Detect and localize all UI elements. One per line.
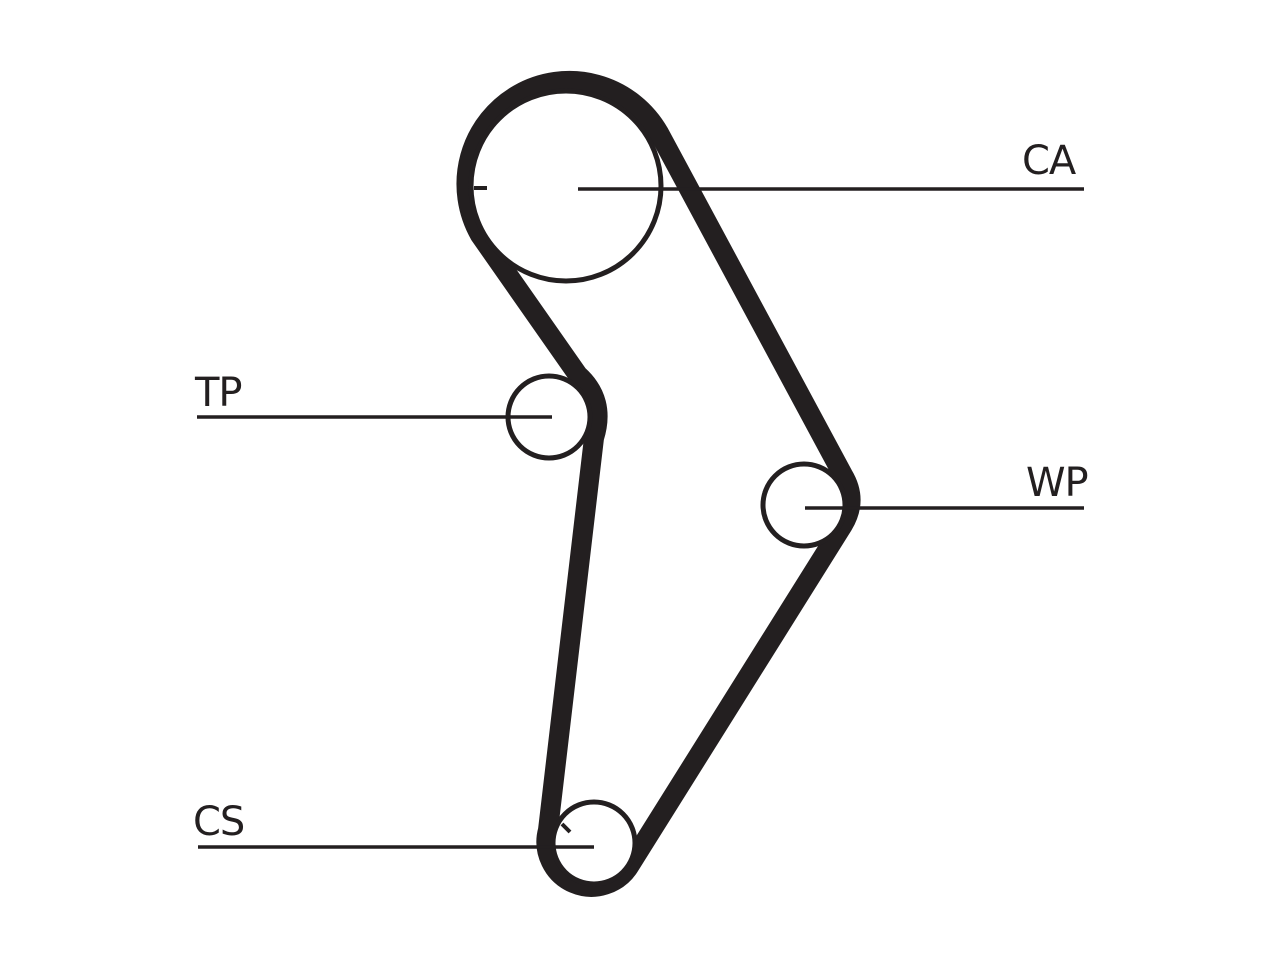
wp-label: WP bbox=[1026, 460, 1088, 506]
water-pump-pulley bbox=[760, 461, 848, 549]
ca-label: CA bbox=[1022, 138, 1077, 184]
crankshaft-timing-mark bbox=[560, 822, 572, 834]
tp-label: TP bbox=[194, 370, 242, 416]
crankshaft-pulley bbox=[550, 799, 638, 887]
camshaft-pulley bbox=[468, 88, 664, 284]
cs-label: CS bbox=[193, 799, 244, 845]
